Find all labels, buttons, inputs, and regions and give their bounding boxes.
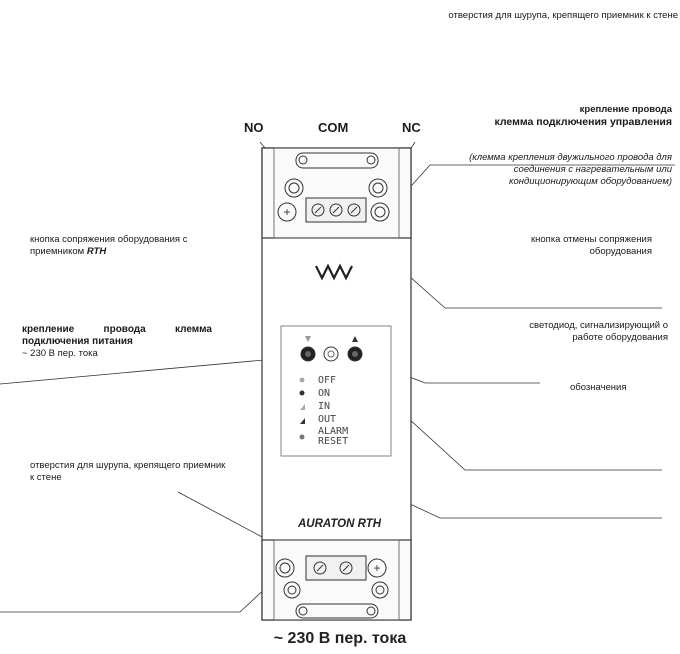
legend-out: OUT bbox=[318, 414, 337, 425]
label-power-title: крепление провода клемма подключения пит… bbox=[22, 324, 212, 347]
label-power-note: ~ 230 В пер. тока bbox=[22, 348, 98, 359]
legend-reset: RESET bbox=[318, 436, 349, 447]
label-led: светодиод, сигнализирующий о работе обор… bbox=[529, 320, 668, 343]
label-screw-holes-bottom: отверстия для шурупа, крепящего приемник… bbox=[30, 460, 226, 483]
label-legend: обозначения bbox=[570, 382, 627, 393]
legend-alarm: ALARM bbox=[318, 426, 349, 437]
label-control-title-1: крепление провода bbox=[579, 104, 672, 115]
legend-off: OFF bbox=[318, 375, 337, 386]
svg-text:+: + bbox=[373, 561, 380, 575]
label-pair-button-text: кнопка сопряжения оборудования с приемни… bbox=[30, 234, 188, 257]
label-control-note: (клемма крепления двужильного провода дл… bbox=[469, 152, 672, 187]
panel-legend: OFF ON IN OUT ALARM RESET bbox=[318, 374, 349, 447]
svg-text:+: + bbox=[283, 205, 290, 219]
label-screw-holes-top: отверстия для шурупа, крепящего приемник… bbox=[448, 10, 678, 21]
label-control-title-2: клемма подключения управления bbox=[494, 116, 673, 128]
terminal-no-label: NO bbox=[244, 120, 264, 135]
label-pair-button: кнопка сопряжения оборудования с приемни… bbox=[30, 234, 230, 258]
label-pair-button-model: RTH bbox=[86, 246, 107, 257]
terminal-nc-label: NC bbox=[402, 120, 421, 135]
terminal-com-label: COM bbox=[318, 120, 349, 135]
legend-in: IN bbox=[318, 401, 331, 412]
legend-on: ON bbox=[318, 388, 331, 399]
bottom-title: ~ 230 В пер. тока bbox=[273, 630, 407, 647]
label-unpair-button: кнопка отмены сопряжения оборудования bbox=[530, 234, 652, 257]
device-brand: AURATON RTH bbox=[298, 518, 382, 530]
